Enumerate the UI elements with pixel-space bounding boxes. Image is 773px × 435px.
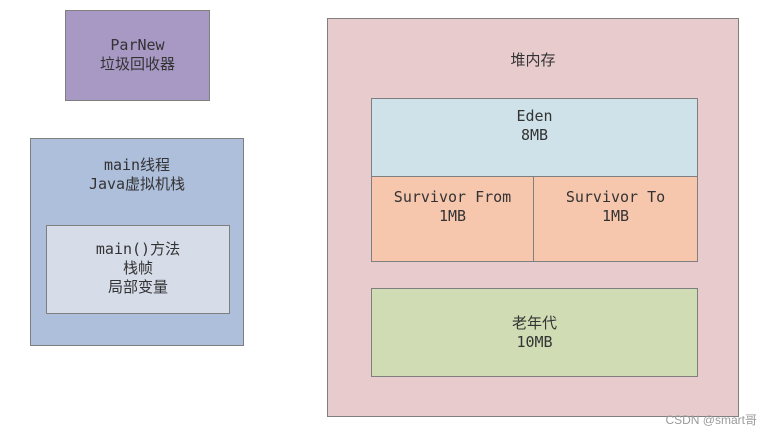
survivor-from-size: 1MB (438, 207, 467, 225)
main-method-label: main()方法 (95, 240, 181, 258)
heap-title: 堆内存 (510, 51, 556, 69)
parnew-collector-box: ParNew 垃圾回收器 (65, 10, 210, 101)
parnew-label: ParNew (110, 36, 165, 54)
survivor-from-region: Survivor From 1MB (371, 176, 534, 262)
survivor-to-region: Survivor To 1MB (533, 176, 698, 262)
jvm-stack-label: Java虚拟机栈 (88, 175, 186, 193)
eden-label: Eden (516, 107, 553, 125)
old-generation-region: 老年代 10MB (371, 288, 698, 377)
parnew-description: 垃圾回收器 (99, 55, 175, 73)
heap-memory-box: 堆内存 Eden 8MB Survivor From 1MB Survivor … (327, 18, 739, 417)
old-generation-label: 老年代 (511, 314, 557, 332)
stack-frame-label: 栈帧 (122, 259, 153, 277)
survivor-from-label: Survivor From (393, 188, 512, 206)
eden-region: Eden 8MB (371, 98, 698, 177)
old-generation-size: 10MB (516, 333, 553, 351)
stack-frame-box: main()方法 栈帧 局部变量 (46, 225, 230, 314)
watermark: CSDN @smart哥 (665, 413, 757, 427)
main-thread-stack-box: main线程 Java虚拟机栈 main()方法 栈帧 局部变量 (30, 138, 244, 346)
main-thread-label: main线程 (103, 156, 171, 174)
eden-size: 8MB (520, 126, 549, 144)
local-variables-label: 局部变量 (107, 278, 168, 296)
survivor-to-size: 1MB (601, 207, 630, 225)
survivor-to-label: Survivor To (565, 188, 666, 206)
